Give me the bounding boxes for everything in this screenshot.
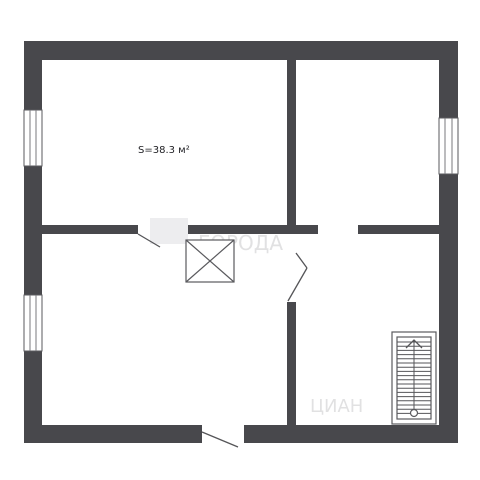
stair-arrow-head-icon [405,339,423,349]
wall-right [439,41,458,443]
doors [137,233,308,448]
staircase [391,331,437,425]
wall-horizontal-right [358,225,439,234]
wall-horizontal-middle [188,225,318,234]
ceiling-hatch [185,239,235,283]
wall-horizontal-left [42,225,138,234]
wall-bottom-left [24,425,202,443]
watermark: ГОРОДА ЦИАН [150,218,363,417]
interior-walls [42,60,439,425]
window-left-upper [23,109,43,167]
window-right [438,117,459,175]
wall-vertical-lower [287,302,296,425]
windows [23,109,459,352]
door-leaf-lower [201,431,239,448]
door-leaf-middle [295,252,308,269]
wall-vertical-upper [287,60,296,232]
room-area-label: S=38.3 м² [138,145,190,156]
window-left-lower [23,294,43,352]
door-leaf-middle-2 [287,267,308,302]
wall-left [24,41,42,443]
door-leaf-upper-left [137,233,161,248]
stair-start-circle-icon [409,408,419,418]
watermark-logo-icon [150,218,188,244]
wall-top [24,41,458,60]
watermark-text-bottom: ЦИАН [310,396,363,417]
wall-bottom-right [244,425,458,443]
